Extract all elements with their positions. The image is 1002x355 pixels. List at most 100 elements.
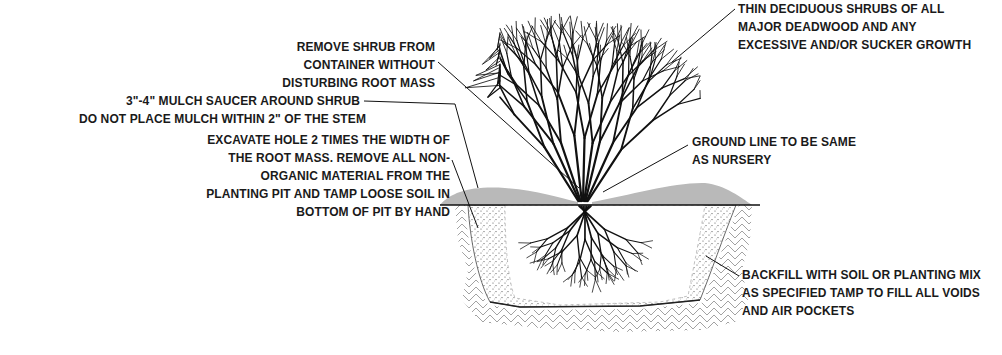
callout-note: 3"-4" MULCH SAUCER AROUND SHRUB bbox=[40, 92, 360, 110]
shrub-branch bbox=[595, 27, 598, 42]
shrub-branch bbox=[576, 93, 584, 138]
root bbox=[585, 239, 595, 261]
shrub bbox=[466, 14, 701, 201]
shrub-branch bbox=[622, 67, 637, 97]
root bbox=[556, 265, 557, 275]
shrub-branch bbox=[579, 77, 589, 103]
shrub-branch bbox=[670, 81, 685, 96]
root bbox=[547, 263, 553, 273]
mulch-saucer bbox=[440, 188, 578, 205]
shrub-branch bbox=[551, 37, 559, 62]
root bbox=[574, 272, 575, 283]
shrub-branch bbox=[526, 52, 529, 74]
shrub-branch bbox=[532, 26, 542, 42]
root bbox=[561, 250, 562, 263]
leader-line bbox=[672, 9, 735, 62]
shrub-branch bbox=[661, 43, 666, 59]
shrub-branch bbox=[541, 26, 546, 44]
root bbox=[580, 261, 582, 276]
root bbox=[632, 253, 643, 254]
pit-bottom bbox=[490, 300, 700, 307]
shrub-branch bbox=[557, 99, 561, 142]
callout-note: THIN DECIDUOUS SHRUBS OF ALL MAJOR DEADW… bbox=[738, 0, 983, 54]
root bbox=[626, 266, 638, 272]
shrub-branch bbox=[602, 66, 612, 98]
shrub-branch bbox=[653, 104, 678, 120]
shrub-branch bbox=[501, 75, 518, 85]
leader-line bbox=[603, 145, 688, 192]
shrub-branch bbox=[694, 76, 700, 89]
shrub-branch bbox=[597, 23, 603, 38]
shrub-branch bbox=[506, 68, 518, 85]
root bbox=[577, 235, 579, 257]
planting-pit-gap bbox=[468, 205, 736, 307]
shrub-branch bbox=[550, 18, 552, 36]
shrub-branch bbox=[640, 30, 641, 45]
shrub-branch bbox=[694, 81, 700, 90]
root bbox=[598, 233, 617, 247]
shrub-branch bbox=[642, 43, 651, 57]
shrub-branch bbox=[506, 25, 517, 40]
ground-line bbox=[440, 204, 760, 206]
root bbox=[641, 243, 651, 248]
shrub-branch bbox=[562, 25, 571, 39]
root bbox=[626, 263, 635, 271]
root bbox=[586, 270, 588, 280]
root bbox=[520, 243, 530, 249]
root bbox=[641, 241, 652, 243]
shrub-branch bbox=[623, 41, 630, 63]
shrub-branch bbox=[589, 103, 593, 143]
shrub-branch bbox=[653, 96, 670, 121]
root-mass bbox=[505, 205, 705, 305]
shrub-branch bbox=[677, 64, 685, 76]
root bbox=[553, 263, 555, 274]
root bbox=[595, 261, 608, 273]
shrub-branch bbox=[618, 41, 623, 63]
shrub-branch bbox=[700, 98, 701, 99]
shrub-branch bbox=[623, 43, 630, 56]
shrub-branch bbox=[570, 22, 571, 39]
shrub-branch bbox=[501, 54, 506, 69]
shrub-branch bbox=[466, 77, 500, 87]
shrub-branch bbox=[581, 21, 583, 38]
shrub-branch bbox=[655, 45, 664, 59]
leader-line bbox=[452, 160, 478, 228]
root bbox=[638, 253, 643, 265]
shrub-branch bbox=[544, 147, 578, 201]
root bbox=[530, 259, 542, 263]
shrub-branch bbox=[600, 49, 609, 60]
root bbox=[542, 248, 556, 259]
leader-line bbox=[706, 256, 739, 276]
shrub-branch bbox=[649, 65, 666, 81]
shrub-branch bbox=[592, 57, 593, 76]
shrub-branch bbox=[600, 98, 602, 142]
root bbox=[585, 260, 591, 274]
shrub-branch bbox=[622, 63, 624, 96]
root bbox=[568, 206, 591, 228]
root bbox=[587, 270, 595, 276]
shrub-branch bbox=[573, 44, 577, 57]
shrub-branch bbox=[529, 74, 539, 105]
shrub-branch bbox=[559, 62, 576, 93]
root bbox=[527, 252, 537, 258]
shrub-branch bbox=[634, 57, 642, 79]
root bbox=[613, 266, 617, 275]
shrub-branch bbox=[587, 44, 596, 66]
shrub-branch bbox=[611, 27, 618, 41]
shrub-branch bbox=[630, 40, 632, 56]
shrub-branch bbox=[597, 66, 602, 98]
root bbox=[531, 246, 540, 247]
root bbox=[579, 257, 586, 270]
shrub-branch bbox=[577, 58, 579, 77]
shrub-branch bbox=[536, 65, 558, 92]
shrub-branch bbox=[593, 43, 598, 57]
shrub-branch bbox=[678, 98, 700, 104]
shrub-branch bbox=[685, 74, 698, 81]
shrub-branch bbox=[514, 115, 544, 147]
root bbox=[600, 269, 602, 280]
shrub-branch bbox=[525, 32, 541, 42]
shrub-branch bbox=[564, 45, 568, 59]
backfill bbox=[468, 205, 736, 307]
shrub-branch bbox=[577, 45, 579, 58]
